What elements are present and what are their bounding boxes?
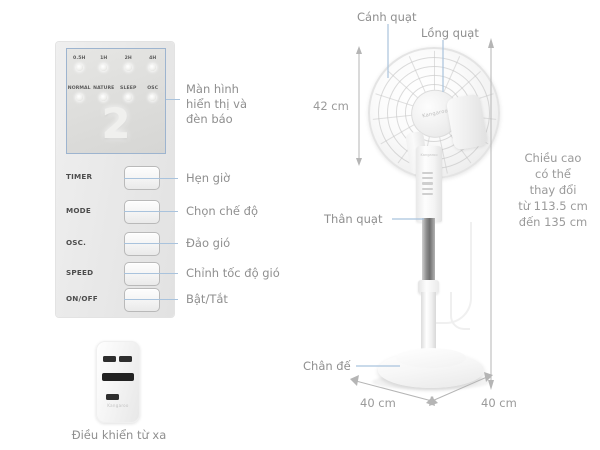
mode-led-osc: OSC (141, 86, 165, 101)
dimension-height-block: Chiều cao có thể thay đổi từ 113.5 cm đế… (510, 150, 596, 230)
fan-pole-upper (422, 218, 435, 286)
mode-led-normal: NORMAL (67, 86, 91, 101)
panel-button-speed[interactable]: SPEED (66, 262, 164, 286)
mode-led-label: NATURE (93, 86, 115, 91)
led-indicator-icon (124, 93, 132, 101)
dimension-height-line2: có thể (535, 167, 571, 181)
mode-led-nature: NATURE (92, 86, 116, 101)
caption-onoff: Bật/Tắt (186, 292, 228, 306)
leader-line-osc (124, 243, 178, 244)
panel-button-key[interactable] (124, 232, 160, 256)
led-indicator-icon (100, 93, 108, 101)
caption-timer: Hẹn giờ (186, 171, 231, 185)
panel-button-mode[interactable]: MODE (66, 200, 164, 224)
label-fan-cage: Lồng quạt (421, 26, 479, 40)
remote-brand: Kangaroo (107, 403, 129, 408)
fan-body-button[interactable] (422, 177, 433, 180)
panel-button-label: ON/OFF (66, 294, 98, 303)
mode-led-label: SLEEP (120, 86, 137, 91)
mode-led-sleep: SLEEP (116, 86, 140, 101)
timer-led-label: 1H (100, 56, 108, 61)
caption-speed: Chỉnh tốc độ gió (186, 266, 280, 280)
caption-display-line1: Màn hình (186, 82, 239, 96)
timer-led-2h: 2H (116, 56, 140, 71)
fan-body-button[interactable] (422, 192, 433, 195)
caption-display-line2: hiển thị và (186, 97, 248, 111)
fan-body-brand: Kangaroo (420, 153, 438, 157)
power-cord-plug (450, 292, 470, 330)
led-indicator-icon (149, 93, 157, 101)
fan-body-buttons[interactable] (422, 172, 433, 198)
panel-button-onoff[interactable]: ON/OFF (66, 288, 164, 312)
timer-led-label: 4H (149, 56, 157, 61)
leader-line-onoff (124, 299, 178, 300)
leader-line-speed (124, 273, 178, 274)
mode-led-label: OSC (147, 86, 159, 91)
fan-body: Kangaroo (416, 146, 442, 222)
remote-control[interactable]: Kangaroo (96, 341, 140, 423)
panel-button-key[interactable] (124, 288, 160, 312)
panel-button-key[interactable] (124, 262, 160, 286)
dimension-height-line1: Chiều cao (524, 151, 582, 165)
remote-button[interactable] (106, 394, 119, 400)
label-fan-body: Thân quạt (324, 212, 383, 226)
dimension-height-line3: thay đổi (529, 183, 577, 197)
label-fan-base: Chân đế (303, 359, 351, 373)
dimension-height-line4: từ 113.5 cm (518, 199, 588, 213)
dimension-height-line5: đến 135 cm (518, 215, 588, 229)
remote-caption: Điều khiển từ xa (71, 428, 167, 442)
height-adjust-collar[interactable] (418, 280, 439, 294)
timer-led-0.5h: 0.5H (67, 56, 91, 71)
remote-power-button[interactable] (102, 373, 134, 381)
led-indicator-icon (149, 63, 157, 71)
panel-button-label: MODE (66, 206, 91, 215)
panel-button-label: TIMER (66, 172, 93, 181)
caption-mode: Chọn chế độ (186, 204, 258, 218)
display-digit: 2 (101, 99, 131, 148)
fan-base-top (396, 348, 466, 368)
led-indicator-icon (75, 63, 83, 71)
remote-button[interactable] (119, 356, 132, 362)
led-indicator-icon (75, 93, 83, 101)
mode-led-label: NORMAL (67, 86, 91, 91)
caption-osc: Đảo gió (186, 236, 231, 250)
led-indicator-icon (124, 63, 132, 71)
leader-line-display (166, 99, 180, 100)
timer-led-label: 0.5H (73, 56, 86, 61)
panel-button-label: OSC. (66, 238, 87, 247)
fan-body-button[interactable] (422, 187, 433, 190)
timer-led-label: 2H (124, 56, 132, 61)
leader-line-mode (124, 211, 178, 212)
fan-body-button[interactable] (422, 172, 433, 175)
control-panel-display: 0.5H 1H 2H 4H NORMAL NATURE (66, 48, 166, 154)
fan-brand: Kangaroo (421, 108, 449, 120)
panel-button-key[interactable] (124, 200, 160, 224)
leader-line-timer (124, 178, 178, 179)
timer-led-4h: 4H (141, 56, 165, 71)
dimension-cage-diameter: 42 cm (313, 99, 349, 113)
dimension-base-left: 40 cm (360, 396, 396, 410)
caption-display-line3: đèn báo (186, 112, 233, 126)
dimension-base-right: 40 cm (481, 396, 517, 410)
fan-body-button[interactable] (422, 182, 433, 185)
timer-led-1h: 1H (92, 56, 116, 71)
panel-button-osc[interactable]: OSC. (66, 232, 164, 256)
label-fan-blade: Cánh quạt (357, 10, 417, 24)
led-indicator-icon (100, 63, 108, 71)
panel-button-label: SPEED (66, 268, 94, 277)
mode-led-row: NORMAL NATURE SLEEP OSC (67, 86, 165, 101)
remote-button[interactable] (103, 356, 116, 362)
timer-led-row: 0.5H 1H 2H 4H (67, 56, 165, 71)
